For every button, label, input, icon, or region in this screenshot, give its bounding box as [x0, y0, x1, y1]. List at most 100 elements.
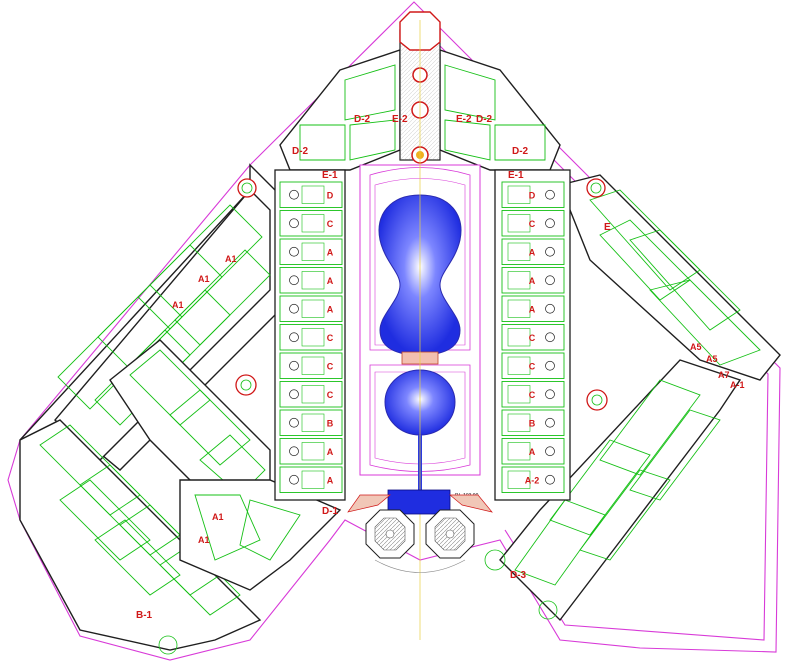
unit-inner-room — [301, 242, 325, 261]
fixture-icon — [545, 360, 555, 371]
fixture-icon — [545, 389, 555, 400]
label-a5-2: A5 — [706, 354, 718, 364]
unit-inner-room — [301, 271, 325, 290]
unit-inner-room — [301, 185, 325, 204]
unit-inner-room — [507, 242, 531, 261]
site-circles — [158, 178, 608, 655]
unit-type-label: B — [327, 418, 334, 428]
unit-type-label: C — [327, 361, 334, 371]
label-a-1: A-1 — [730, 380, 745, 390]
unit-room — [279, 466, 343, 493]
unit-type-label: A — [529, 304, 536, 314]
label-d-1: D-1 — [322, 506, 339, 517]
label-a1-4: A1 — [212, 512, 224, 522]
unit-inner-room — [507, 185, 531, 204]
label-d2-left-low: D-2 — [292, 146, 309, 157]
unit-type-label: A — [327, 475, 334, 485]
pavilion-right — [425, 509, 475, 559]
unit-inner-room — [507, 470, 531, 489]
label-d2-right: D-2 — [476, 114, 493, 125]
unit-inner-room — [507, 299, 531, 318]
right-diagonal-wing — [559, 174, 781, 381]
unit-type-label: A — [327, 247, 334, 257]
fixture-icon — [545, 303, 555, 314]
fixture-icon — [289, 417, 299, 428]
right-unit-column: D C A A A C C C B A A-2 — [494, 169, 571, 501]
fixture-icon — [289, 246, 299, 257]
label-e2-left: E-2 — [392, 114, 408, 125]
label-d-3: D-3 — [510, 570, 527, 581]
label-a1-5: A1 — [198, 535, 210, 545]
unit-type-label: D — [327, 190, 334, 200]
unit-inner-room — [301, 299, 325, 318]
unit-inner-room — [507, 328, 531, 347]
fixture-icon — [545, 275, 555, 286]
unit-inner-room — [301, 442, 325, 461]
unit-inner-room — [507, 356, 531, 375]
unit-type-label: A — [327, 447, 334, 457]
fixture-icon — [545, 218, 555, 229]
unit-inner-room — [301, 214, 325, 233]
unit-inner-room — [507, 214, 531, 233]
unit-type-label: C — [529, 333, 536, 343]
left-unit-column: D C A A A C C C B A A — [274, 169, 346, 501]
unit-type-label: C — [327, 333, 334, 343]
unit-inner-room — [507, 413, 531, 432]
fixture-icon — [545, 417, 555, 428]
fixture-icon — [289, 446, 299, 457]
fixture-icon — [289, 474, 299, 485]
fixture-icon — [289, 275, 299, 286]
label-e2-right: E-2 — [456, 114, 472, 125]
unit-type-label: C — [529, 390, 536, 400]
fixture-icon — [289, 389, 299, 400]
unit-type-label: A — [327, 276, 334, 286]
unit-inner-room — [301, 356, 325, 375]
label-d2-left: D-2 — [354, 114, 371, 125]
unit-type-label: A — [529, 247, 536, 257]
fixture-icon — [545, 446, 555, 457]
label-e-right: E — [604, 222, 611, 233]
unit-type-label: C — [327, 219, 334, 229]
fixture-icon — [289, 218, 299, 229]
unit-type-label: C — [327, 390, 334, 400]
unit-inner-room — [507, 442, 531, 461]
unit-inner-room — [301, 385, 325, 404]
label-a1-1: A1 — [225, 254, 237, 264]
unit-type-label: C — [529, 361, 536, 371]
top-right-wing — [439, 49, 561, 171]
fixture-icon — [545, 189, 555, 200]
unit-inner-room — [507, 271, 531, 290]
wing-labels: D-2 E-2 E-2 D-2 D-2 D-2 E-1 E-1 E A1 A1 … — [136, 114, 745, 621]
fixture-icon — [289, 189, 299, 200]
unit-inner-room — [301, 328, 325, 347]
unit-inner-room — [507, 385, 531, 404]
label-a1-3: A1 — [172, 300, 184, 310]
left-middle-wing — [109, 339, 342, 591]
label-e1-right: E-1 — [508, 170, 524, 181]
fixture-icon — [289, 360, 299, 371]
label-a1-2: A1 — [198, 274, 210, 284]
unit-type-label: B — [529, 418, 536, 428]
unit-type-label: A-2 — [525, 475, 540, 485]
label-e1-left: E-1 — [322, 170, 338, 181]
unit-type-label: A — [327, 304, 334, 314]
label-d2-right-low: D-2 — [512, 146, 529, 157]
fixture-icon — [545, 246, 555, 257]
fixture-icon — [289, 303, 299, 314]
pavilion-left — [365, 509, 415, 559]
unit-type-label: C — [529, 219, 536, 229]
entrance-plaza: P.L 103.00 — [347, 489, 493, 573]
unit-inner-room — [301, 470, 325, 489]
fixture-icon — [545, 332, 555, 343]
label-b-1: B-1 — [136, 610, 153, 621]
label-a5-1: A5 — [690, 342, 702, 352]
unit-inner-room — [301, 413, 325, 432]
fixture-icon — [289, 332, 299, 343]
unit-type-label: D — [529, 190, 536, 200]
unit-type-label: A — [529, 276, 536, 286]
fixture-icon — [545, 474, 555, 485]
site-boundary — [7, 1, 781, 661]
label-a7: A7 — [718, 370, 730, 380]
unit-type-label: A — [529, 447, 536, 457]
